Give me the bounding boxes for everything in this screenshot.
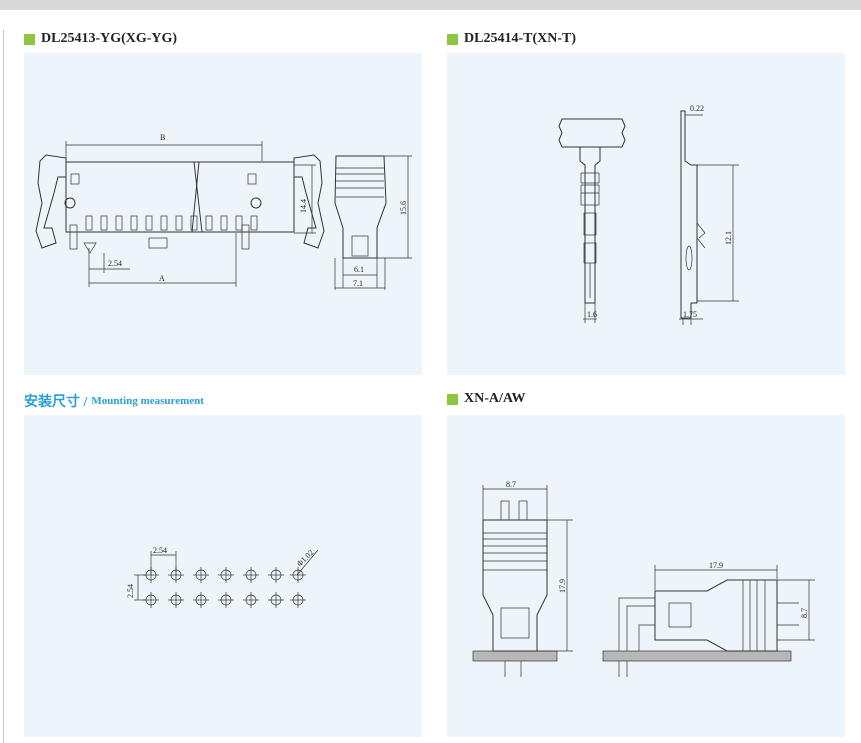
dim-pitch-y: 2.54: [126, 584, 135, 598]
drawing-panel-dl25414: 0.22 12.1 1.6 1.75: [447, 53, 845, 375]
dim-a: A: [159, 274, 165, 283]
dim-width: 8.7: [506, 480, 516, 489]
green-square-icon: [447, 393, 458, 405]
dim-h1: 14.4: [299, 199, 308, 213]
dim-w2: 1.75: [683, 310, 697, 319]
section-title-cn: 安装尺寸 /: [24, 395, 88, 410]
left-rule: [3, 30, 4, 743]
dim-w1: 6.1: [354, 265, 364, 274]
dim-height: 12.1: [724, 231, 733, 245]
drawing-panel-xn-a: 8.7 17.9 17.9 8.7: [447, 415, 845, 737]
section-title-en: Mounting measurement: [91, 395, 204, 407]
dim-pitch: 2.54: [108, 259, 122, 268]
section-title-dl25414: DL25414-T(XN-T): [447, 31, 576, 47]
dim-w1: 1.6: [587, 310, 597, 319]
green-square-icon: [24, 33, 35, 45]
dim-pitch-x: 2.54: [153, 546, 167, 555]
hole-pattern-drawing: 2.54 2.54 Φ1.02: [126, 546, 319, 608]
dim-w2: 7.1: [353, 279, 363, 288]
green-square-icon: [447, 33, 458, 45]
dim-thickness: 0.22: [690, 104, 704, 113]
section-title-text: DL25413-YG(XG-YG): [41, 31, 178, 46]
dim-height-side: 8.7: [800, 608, 809, 618]
dim-height: 17.9: [558, 579, 567, 593]
section-title-text: XN-A/AW: [464, 391, 526, 406]
connector-drawing: B A 2.54 14.4 15.6 6.1 7.1: [35, 133, 412, 290]
dim-b: B: [160, 133, 165, 142]
section-title-text: DL25414-T(XN-T): [464, 31, 576, 46]
top-bar: [0, 0, 861, 10]
dim-length: 17.9: [709, 561, 723, 570]
section-title-dl25413: DL25413-YG(XG-YG): [24, 31, 177, 47]
dim-h2: 15.6: [399, 201, 408, 215]
drawing-panel-dl25413: B A 2.54 14.4 15.6 6.1 7.1: [24, 53, 422, 375]
section-title-mounting: 安装尺寸 / Mounting measurement: [24, 391, 204, 411]
section-title-xn-a: XN-A/AW: [447, 391, 525, 407]
housing-drawing: 8.7 17.9 17.9 8.7: [472, 480, 815, 677]
terminal-drawing: 0.22 12.1 1.6 1.75: [558, 104, 739, 325]
drawing-panel-mounting: 2.54 2.54 Φ1.02: [24, 415, 422, 737]
